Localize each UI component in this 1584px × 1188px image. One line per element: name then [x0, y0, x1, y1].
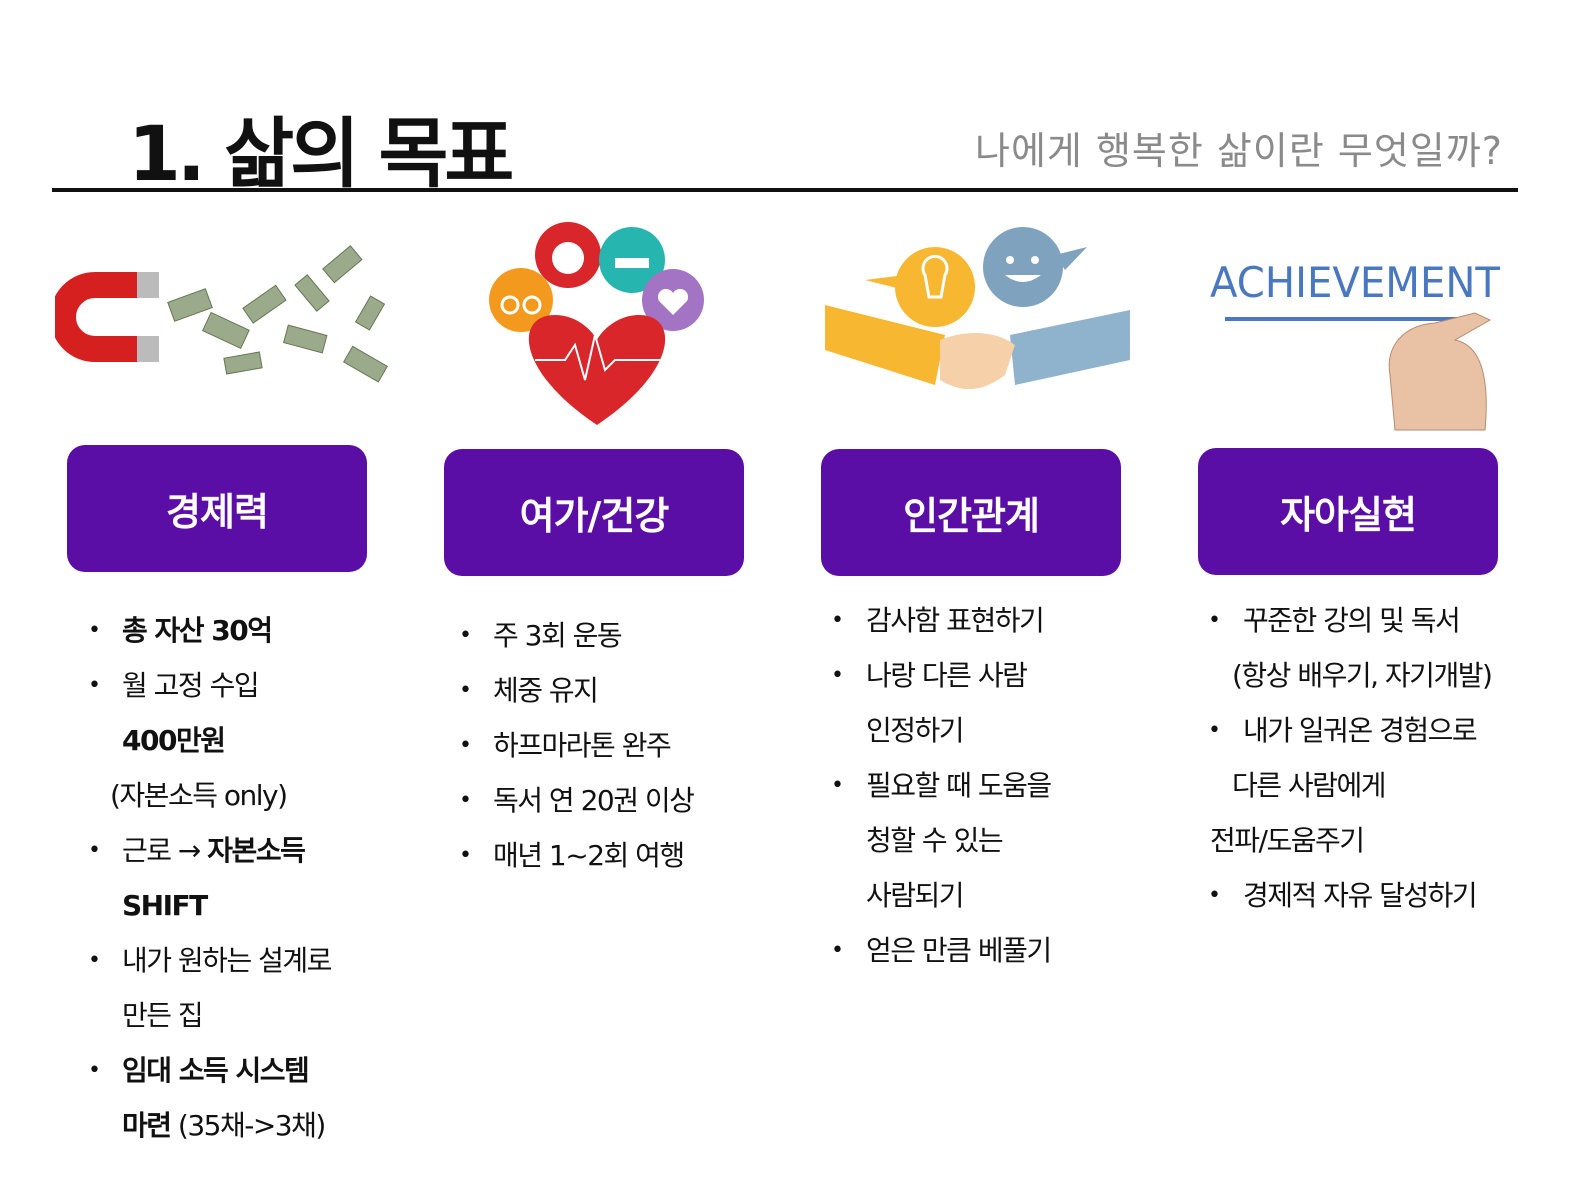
list-item: 주 3회 운동 — [493, 619, 623, 652]
list-text-bold: 자본소득 — [207, 834, 306, 867]
list-item: 경제적 자유 달성하기 — [1243, 879, 1478, 912]
bullet-icon: • — [88, 673, 101, 698]
list-text-bold: 마련 — [122, 1109, 172, 1142]
category-box-economy: 경제력 — [67, 445, 367, 572]
list-item: 하프마라톤 완주 — [493, 729, 672, 762]
category-box-leisure-health: 여가/건강 — [444, 449, 744, 576]
bullet-icon: • — [1208, 883, 1221, 908]
bullet-icon: • — [88, 618, 101, 643]
bullet-icon: • — [831, 773, 844, 798]
list-item: 근로 → 자본소득 — [122, 833, 306, 869]
list-item: 400만원 — [122, 724, 226, 757]
list-item: 다른 사람에게 — [1232, 769, 1386, 802]
list-item: (항상 배우기, 자기개발) — [1232, 659, 1493, 692]
page-title: 1. 삶의 목표 — [128, 109, 514, 198]
list-item: 전파/도움주기 — [1210, 824, 1365, 857]
list-item: 마련 (35채->3채) — [122, 1108, 326, 1144]
category-label: 인간관계 — [903, 494, 1040, 538]
category-label: 여가/건강 — [519, 494, 670, 538]
list-item: 나랑 다른 사람 — [866, 659, 1028, 692]
bullet-icon: • — [459, 733, 472, 758]
list-item: 꾸준한 강의 및 독서 — [1243, 604, 1461, 637]
bullet-icon: • — [459, 623, 472, 648]
category-label: 경제력 — [166, 490, 269, 534]
list-item: 체중 유지 — [493, 674, 599, 707]
list-item: SHIFT — [122, 889, 208, 922]
list-item: 총 자산 30억 — [122, 614, 273, 647]
category-box-self-realization: 자아실현 — [1198, 448, 1498, 575]
bullet-icon: • — [459, 843, 472, 868]
list-item: 임대 소득 시스템 — [122, 1054, 310, 1087]
list-item: 필요할 때 도움을 — [866, 769, 1052, 802]
list-item: 얻은 만큼 베풀기 — [866, 934, 1052, 967]
handshake-image — [825, 227, 1130, 390]
achievement-image: ACHIEVEMENT — [1210, 258, 1500, 431]
list-item: 내가 원하는 설계로 — [122, 944, 332, 977]
list-item: 내가 일궈온 경험으로 — [1243, 714, 1478, 747]
achievement-text: ACHIEVEMENT — [1210, 258, 1500, 307]
bullet-icon: • — [831, 938, 844, 963]
list-item: 월 고정 수입 — [122, 669, 260, 702]
list-item: (자본소득 only) — [110, 779, 288, 812]
list-item: 감사함 표현하기 — [866, 604, 1045, 637]
bullet-icon: • — [1208, 608, 1221, 633]
health-heart-image — [489, 222, 704, 425]
bullet-icon: • — [831, 663, 844, 688]
title-divider — [52, 188, 1518, 192]
category-label: 자아실현 — [1280, 493, 1417, 537]
bullet-icon: • — [88, 1058, 101, 1083]
category-box-relationships: 인간관계 — [821, 449, 1121, 576]
list-item: 사람되기 — [866, 879, 965, 912]
money-magnet-image — [55, 245, 389, 383]
list-item: 청할 수 있는 — [866, 824, 1004, 857]
bullet-icon: • — [459, 678, 472, 703]
list-text: (35채->3채) — [170, 1109, 326, 1142]
list-item: 인정하기 — [866, 714, 965, 747]
list-item: 독서 연 20권 이상 — [493, 784, 695, 817]
list-item: 만든 집 — [122, 999, 204, 1032]
list-item: 매년 1~2회 여행 — [493, 839, 685, 872]
list-text: 근로 → — [122, 834, 208, 867]
bullet-icon: • — [88, 948, 101, 973]
bullet-icon: • — [831, 608, 844, 633]
bullet-icon: • — [88, 838, 101, 863]
bullet-icon: • — [1208, 718, 1221, 743]
page-subtitle: 나에게 행복한 삶이란 무엇일까? — [975, 129, 1503, 173]
bullet-icon: • — [459, 788, 472, 813]
